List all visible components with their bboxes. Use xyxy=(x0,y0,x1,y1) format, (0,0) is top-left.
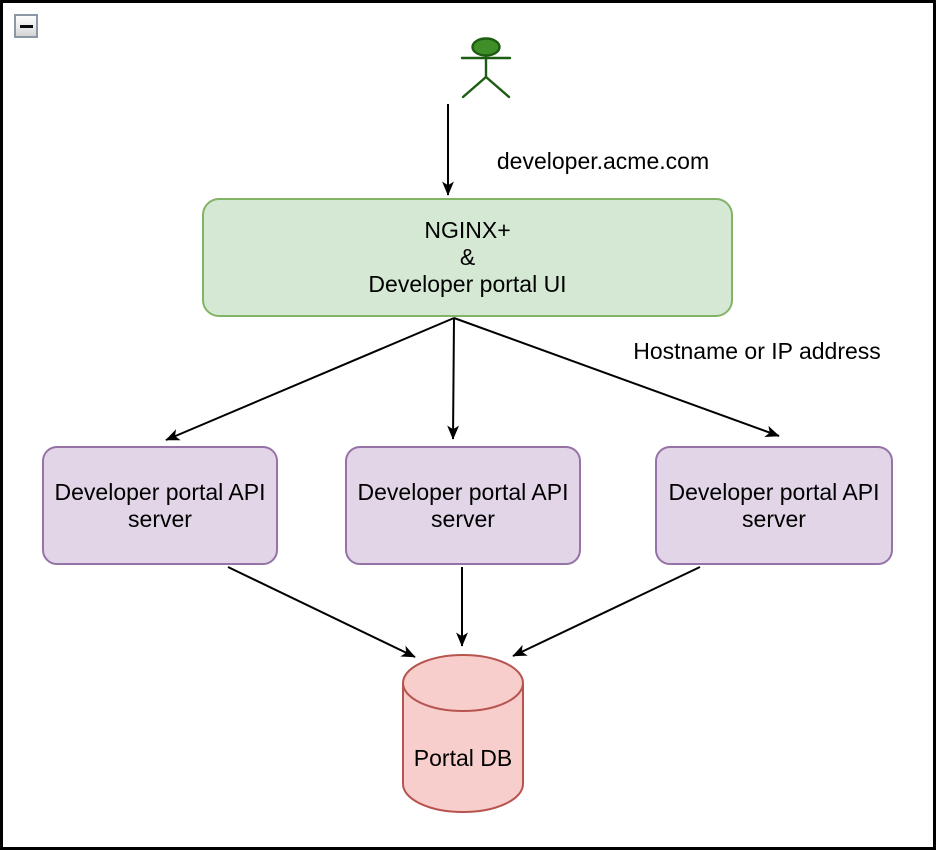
node-nginx-line-3: Developer portal UI xyxy=(368,270,567,297)
user-actor-icon[interactable] xyxy=(460,37,512,99)
node-api-server-2-line-1: Developer portal API xyxy=(357,478,569,505)
edge-label-domain: developer.acme.com xyxy=(496,148,710,174)
edge-nginx-to-api-1[interactable] xyxy=(165,317,455,441)
edge-nginx-to-api-2[interactable] xyxy=(447,317,460,440)
node-api-server-2[interactable]: Developer portal API server xyxy=(345,446,581,565)
edge-api-3-to-db[interactable] xyxy=(512,566,701,657)
edge-label-hostname-or-ip: Hostname or IP address xyxy=(633,338,881,364)
database-cylinder[interactable] xyxy=(402,654,524,813)
collapse-minus-icon xyxy=(19,24,33,28)
node-api-server-1-line-1: Developer portal API xyxy=(54,478,266,505)
edge-nginx-to-api-3[interactable] xyxy=(453,317,780,437)
node-api-server-2-line-2: server xyxy=(431,505,495,532)
collapse-button[interactable]: − xyxy=(14,14,38,38)
edge-api-1-to-db[interactable] xyxy=(227,566,416,658)
node-api-server-1-line-2: server xyxy=(128,505,192,532)
node-api-server-3-line-2: server xyxy=(742,505,806,532)
node-api-server-3-line-1: Developer portal API xyxy=(668,478,880,505)
node-nginx-line-2: & xyxy=(459,244,476,271)
database-label: Portal DB xyxy=(413,745,513,771)
node-nginx-portal-ui[interactable]: NGINX+ & Developer portal UI xyxy=(202,198,733,317)
node-api-server-1[interactable]: Developer portal API server xyxy=(42,446,278,565)
node-api-server-3[interactable]: Developer portal API server xyxy=(655,446,893,565)
node-nginx-line-1: NGINX+ xyxy=(424,217,511,244)
